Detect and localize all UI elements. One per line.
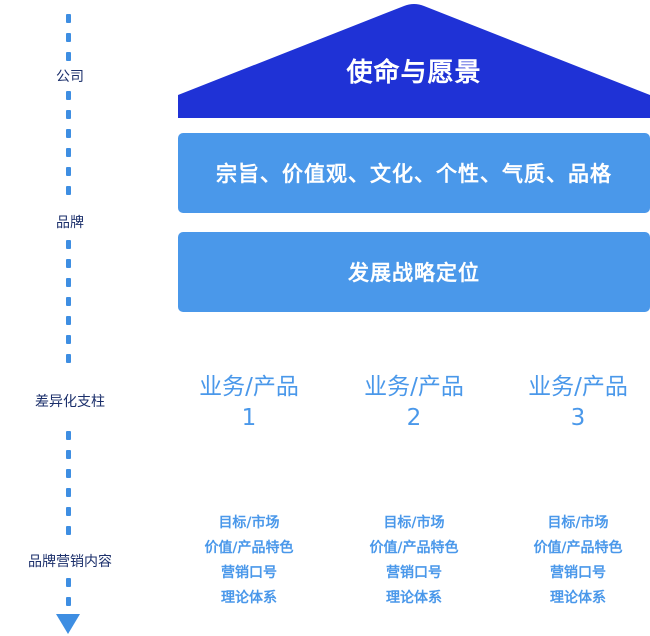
band-values: 宗旨、价值观、文化、个性、气质、品格 [178,133,650,213]
roof-shape [178,4,650,118]
axis-dash [66,450,71,459]
side-label-company: 公司 [56,69,84,85]
axis-dash [66,335,71,344]
axis-dash [66,507,71,516]
content-item: 理论体系 [386,590,442,606]
content-item: 理论体系 [550,590,606,606]
axis-dash [66,52,71,61]
band-strategy: 发展战略定位 [178,232,650,312]
axis-dash [66,297,71,306]
axis-dash [66,186,71,195]
content-item: 价值/产品特色 [533,540,623,556]
pillar-label: 业务/产品 [199,374,299,400]
axis-dash [66,488,71,497]
axis-dash [66,14,71,23]
pillar-number: 2 [406,405,422,431]
pillar-3: 业务/产品 3 [503,372,650,434]
side-label-brand: 品牌 [56,215,84,231]
content-column-1: 目标/市场 价值/产品特色 营销口号 理论体系 [174,511,324,611]
content-item: 目标/市场 [547,515,609,531]
content-item: 营销口号 [550,565,606,581]
content-item: 营销口号 [221,565,277,581]
axis-dash [66,167,71,176]
content-item: 目标/市场 [383,515,445,531]
axis-dash [66,431,71,440]
axis-dash [66,129,71,138]
axis-dash [66,148,71,157]
content-item: 营销口号 [386,565,442,581]
axis-dash [66,278,71,287]
pillar-number: 1 [241,405,257,431]
axis-dash [66,316,71,325]
pillar-2: 业务/产品 2 [339,372,489,434]
axis-dash [66,110,71,119]
axis-dash [66,259,71,268]
content-column-3: 目标/市场 价值/产品特色 营销口号 理论体系 [503,511,650,611]
pillar-number: 3 [570,405,586,431]
axis-dash [66,469,71,478]
roof-title: 使命与愿景 [346,58,482,88]
axis-dash [66,354,71,363]
axis-dash [66,597,71,606]
arrow-down-icon [56,614,80,634]
content-item: 价值/产品特色 [369,540,459,556]
axis-dash [66,578,71,587]
axis-dash [66,240,71,249]
side-label-marketing: 品牌营销内容 [28,554,112,570]
axis-dash [66,91,71,100]
pillar-label: 业务/产品 [364,374,464,400]
content-column-2: 目标/市场 价值/产品特色 营销口号 理论体系 [339,511,489,611]
axis-dash [66,526,71,535]
content-item: 目标/市场 [218,515,280,531]
pillar-1: 业务/产品 1 [174,372,324,434]
pillar-label: 业务/产品 [528,374,628,400]
content-item: 价值/产品特色 [204,540,294,556]
side-label-pillars: 差异化支柱 [35,394,105,410]
axis-dash [66,33,71,42]
content-item: 理论体系 [221,590,277,606]
